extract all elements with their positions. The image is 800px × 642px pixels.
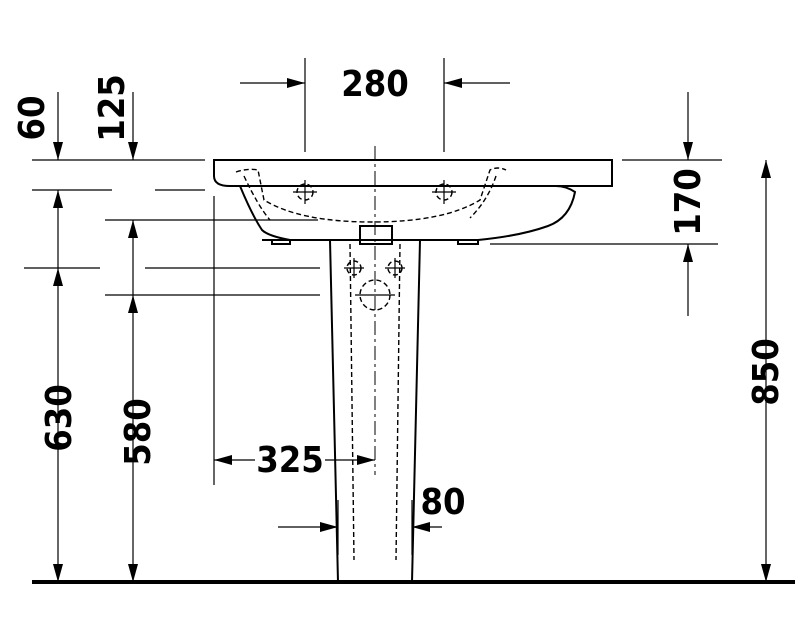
dim-80-label: 80 [420, 482, 465, 523]
pedestal [329, 239, 421, 583]
extension-lines [24, 58, 722, 555]
dimension-lines [53, 78, 771, 582]
basin [213, 159, 613, 245]
dim-170-label: 170 [668, 168, 709, 236]
fixing-point-left [344, 258, 364, 278]
dim-580-label: 580 [118, 398, 159, 466]
dim-60-label: 60 [12, 95, 53, 140]
dim-325-label: 325 [256, 440, 324, 481]
tap-hole-right [432, 180, 456, 204]
dim-850-label: 850 [746, 338, 787, 406]
dim-630-label: 630 [39, 384, 80, 452]
tap-hole-left [293, 180, 317, 204]
dim-280-label: 280 [341, 64, 409, 105]
fixing-point-right [385, 258, 405, 278]
dim-125-label: 125 [92, 74, 133, 142]
waste-outlet [355, 279, 395, 311]
